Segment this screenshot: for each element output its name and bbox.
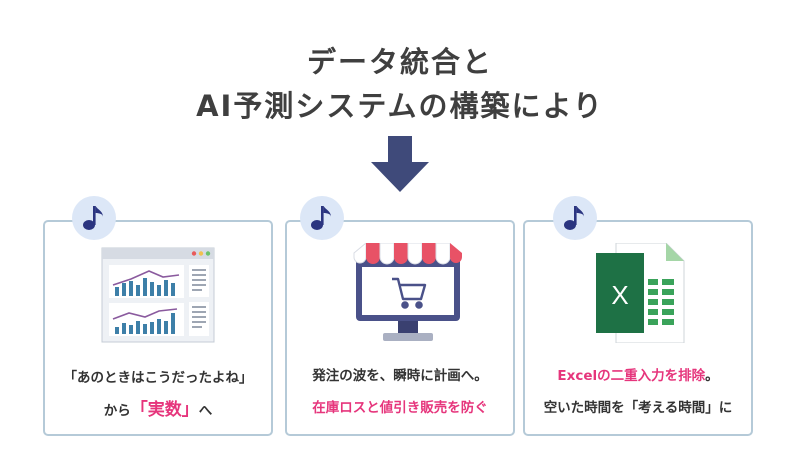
card-3-line-2: 空いた時間を「考える時間」に (543, 400, 733, 416)
music-note-icon (83, 206, 103, 230)
music-note-icon (564, 206, 584, 230)
music-note-badge (72, 196, 116, 240)
card-1-line-2-suffix: へ (198, 403, 213, 419)
card-2-caption: 発注の波を、瞬時に計画へ。 在庫ロスと値引き販売を防ぐ (285, 360, 515, 424)
shopping-cart-icon (392, 277, 427, 309)
headline-line-2: AI予測システムの構築により (196, 89, 604, 123)
card-1-caption: 「あのときはこうだったよね」 から「実数」へ (43, 362, 273, 427)
headline-line-1: データ統合と (306, 45, 493, 79)
headline: データ統合と AI予測システムの構築により (0, 40, 800, 128)
card-1-line-2: から「実数」へ (43, 394, 273, 427)
card-3-caption: Excelの二重入力を排除。 空いた時間を「考える時間」に (523, 360, 753, 424)
music-note-badge (553, 196, 597, 240)
card-1-line-2-prefix: から (103, 403, 131, 419)
card-3-highlight: Excelの二重入力を排除 (557, 368, 706, 384)
card-2-line-1: 発注の波を、瞬時に計画へ。 (312, 368, 488, 384)
card-3-line-1-suffix: 。 (705, 368, 719, 384)
excel-spreadsheet-icon: X (596, 243, 685, 343)
card-1-line-1: 「あのときはこうだったよね」 (63, 370, 253, 386)
down-arrow-icon (371, 136, 429, 192)
card-1-highlight: 「実数」 (130, 400, 199, 420)
card-2-highlight: 在庫ロスと値引き販売を防ぐ (312, 400, 488, 416)
card-3-line-1: Excelの二重入力を排除。 (523, 360, 753, 392)
dashboard-chart-icon (101, 247, 215, 343)
music-note-icon (311, 206, 331, 230)
music-note-badge (300, 196, 344, 240)
online-shop-monitor-icon (353, 243, 462, 341)
excel-x-letter: X (611, 280, 628, 310)
